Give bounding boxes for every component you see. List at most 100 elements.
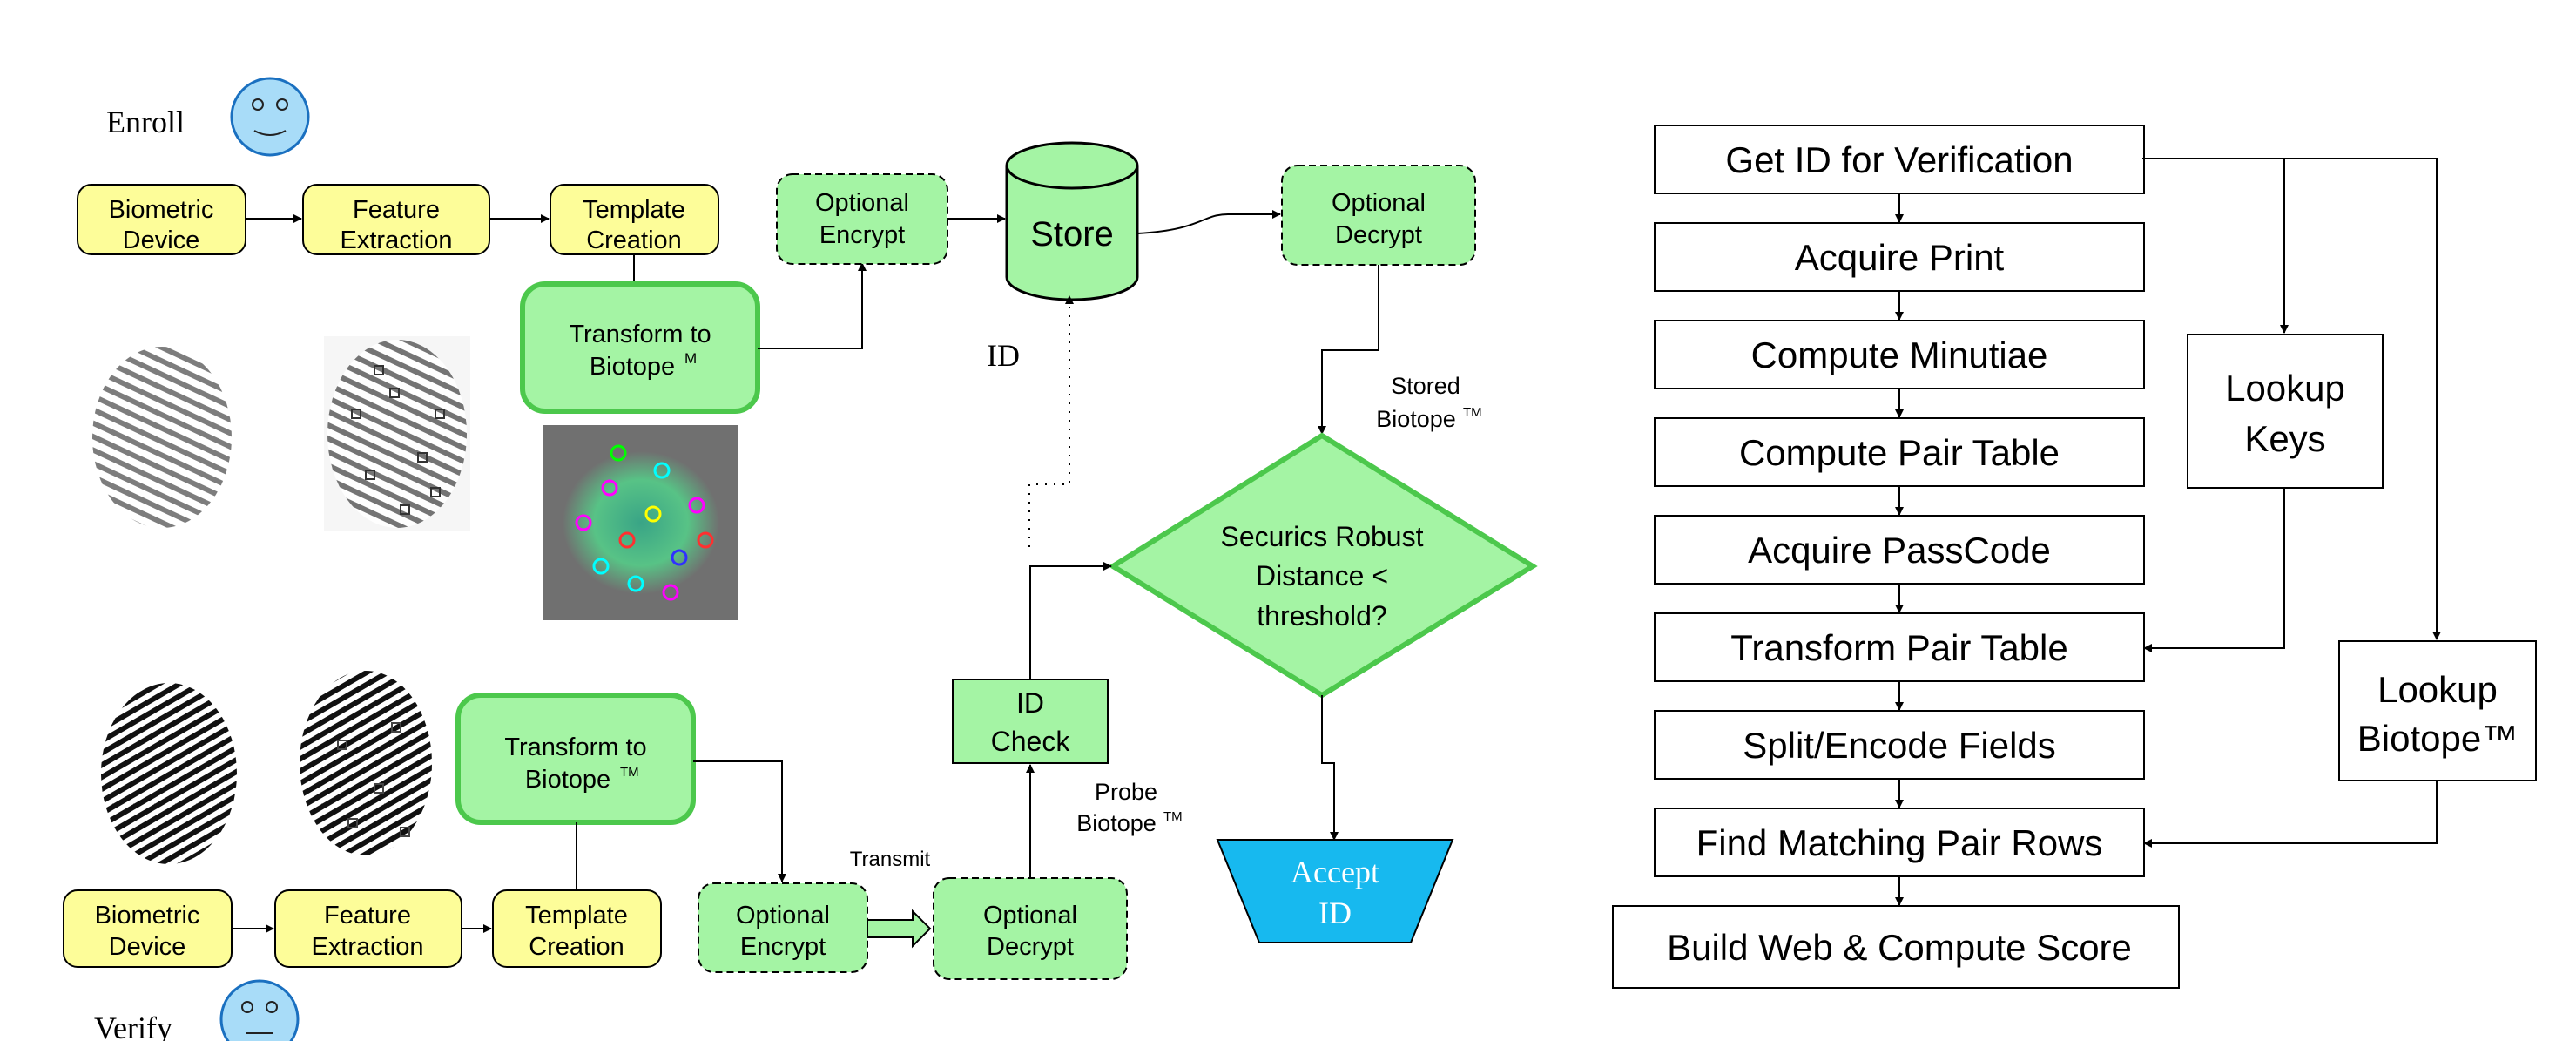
flow-step-label: Build Web & Compute Score	[1667, 927, 2132, 968]
verify-fingerprint-raw	[101, 683, 237, 864]
svg-text:Biometric: Biometric	[95, 902, 200, 929]
svg-text:Decrypt: Decrypt	[987, 933, 1074, 961]
flow-step-label: Compute Minutiae	[1751, 335, 2048, 375]
enroll-feature-extraction: Feature Extraction	[302, 184, 490, 255]
svg-text:Securics Robust: Securics Robust	[1221, 521, 1424, 552]
flow-step-label: Transform Pair Table	[1730, 627, 2067, 668]
flow-step-label: Split/Encode Fields	[1743, 725, 2056, 766]
accept-id-terminal: Accept ID	[1216, 839, 1454, 943]
svg-text:Extraction: Extraction	[341, 226, 453, 254]
svg-text:TM: TM	[620, 765, 639, 780]
transmit-arrow	[867, 909, 932, 949]
flow-step-label: Acquire Print	[1795, 237, 2005, 278]
decision-to-accept-arrow	[1321, 695, 1339, 841]
enroll-fingerprint-raw	[92, 347, 232, 528]
optional-decrypt-top: Optional Decrypt	[1281, 165, 1476, 266]
enroll-face-icon	[230, 77, 310, 157]
stored-biotope-tm: TM	[1463, 405, 1482, 420]
svg-text:Biotope: Biotope	[525, 766, 610, 794]
svg-text:Transform to: Transform to	[569, 321, 711, 348]
id-check-box: ID Check	[952, 679, 1109, 764]
svg-text:Extraction: Extraction	[312, 933, 424, 961]
svg-text:Lookup: Lookup	[2377, 669, 2498, 710]
enroll-template-creation: Template Creation	[550, 184, 719, 255]
id-label: ID	[987, 338, 1020, 373]
lookup-biotope-to-matching	[2143, 781, 2438, 848]
verify-transform-to-encrypt	[693, 760, 786, 882]
verify-biometric-device: Biometric Device	[63, 889, 233, 968]
flow-step-box	[1654, 222, 2145, 292]
enroll-biometric-device: Biometric Device	[77, 184, 246, 255]
flow-step-box	[1612, 905, 2180, 989]
svg-text:ID: ID	[1318, 896, 1352, 930]
enroll-optional-encrypt: Optional Encrypt	[776, 173, 948, 265]
flow-step-box	[1654, 515, 2145, 585]
svg-text:Biometric: Biometric	[109, 196, 214, 224]
lookup-keys-box: Lookup Keys	[2187, 334, 2384, 489]
stored-biotope-label-2: Biotope	[1376, 406, 1456, 432]
svg-text:Distance <: Distance <	[1256, 560, 1388, 591]
flow-step-box	[1654, 417, 2145, 487]
lookup-keys-to-transform	[2143, 488, 2285, 652]
verify-face-icon	[219, 979, 300, 1041]
svg-text:Template: Template	[525, 902, 628, 929]
verify-label: Verify	[94, 1011, 172, 1041]
svg-text:Optional: Optional	[983, 902, 1077, 929]
svg-text:Encrypt: Encrypt	[819, 221, 905, 249]
transmit-label: Transmit	[850, 848, 931, 871]
svg-text:Device: Device	[109, 933, 186, 961]
flow-step-label: Get ID for Verification	[1725, 139, 2073, 180]
probe-biotope-label-2: Biotope	[1076, 810, 1157, 836]
svg-text:Feature: Feature	[353, 196, 440, 224]
svg-text:Optional: Optional	[736, 902, 830, 929]
flow-step-box	[1654, 320, 2145, 389]
lookup-biotope-box: Lookup Biotope™	[2338, 640, 2537, 781]
idcheck-to-decision-arrow	[1029, 562, 1112, 679]
enroll-label: Enroll	[106, 105, 185, 139]
svg-text:Transform to: Transform to	[504, 733, 646, 761]
flow-step-label: Find Matching Pair Rows	[1696, 822, 2103, 863]
svg-text:Decrypt: Decrypt	[1335, 221, 1422, 249]
verify-template-creation: Template Creation	[492, 889, 662, 968]
svg-text:Template: Template	[583, 196, 685, 224]
verify-optional-decrypt: Optional Decrypt	[933, 877, 1128, 980]
stored-biotope-label: Stored	[1391, 373, 1460, 399]
svg-text:Check: Check	[991, 726, 1071, 757]
svg-text:Accept: Accept	[1291, 855, 1379, 889]
flow-step-label: Compute Pair Table	[1739, 432, 2060, 473]
store-to-decrypt-arrow	[1136, 210, 1281, 234]
enroll-biotope-visualization	[543, 425, 738, 620]
svg-text:Device: Device	[123, 226, 200, 254]
verify-transform-to-biotope: Transform to Biotope TM	[455, 693, 696, 825]
verify-feature-extraction: Feature Extraction	[274, 889, 462, 968]
svg-text:Creation: Creation	[586, 226, 682, 254]
svg-text:threshold?: threshold?	[1257, 600, 1386, 632]
svg-text:Creation: Creation	[529, 933, 624, 961]
enroll-transform-to-encrypt	[758, 262, 867, 349]
svg-text:Lookup: Lookup	[2225, 368, 2345, 409]
get-id-to-lookup-biotope	[2284, 158, 2441, 640]
enroll-transform-to-biotope: Transform to Biotope M	[520, 281, 760, 414]
flow-step-label: Acquire PassCode	[1748, 530, 2051, 571]
probe-biotope-tm: TM	[1163, 809, 1183, 824]
id-dotted-link	[1028, 295, 1074, 547]
flow-step-box	[1654, 612, 2145, 682]
svg-text:Encrypt: Encrypt	[740, 933, 826, 961]
flow-step-box	[1654, 710, 2145, 780]
svg-text:Store: Store	[1030, 215, 1114, 253]
probe-biotope-label: Probe	[1095, 779, 1157, 805]
svg-text:Optional: Optional	[1332, 189, 1426, 217]
svg-text:M: M	[684, 350, 697, 367]
svg-text:Optional: Optional	[815, 189, 909, 217]
svg-text:Biotope™: Biotope™	[2357, 718, 2518, 759]
flow-step-box	[1654, 125, 2145, 194]
svg-text:Keys: Keys	[2244, 418, 2325, 459]
verify-fingerprint-minutiae	[300, 671, 432, 855]
enroll-fingerprint-minutiae	[324, 336, 470, 531]
store-database: Store	[1005, 141, 1139, 301]
svg-text:Biotope: Biotope	[590, 353, 675, 381]
verify-optional-encrypt: Optional Encrypt	[698, 882, 868, 973]
get-id-to-lookup-keys	[2142, 158, 2289, 334]
